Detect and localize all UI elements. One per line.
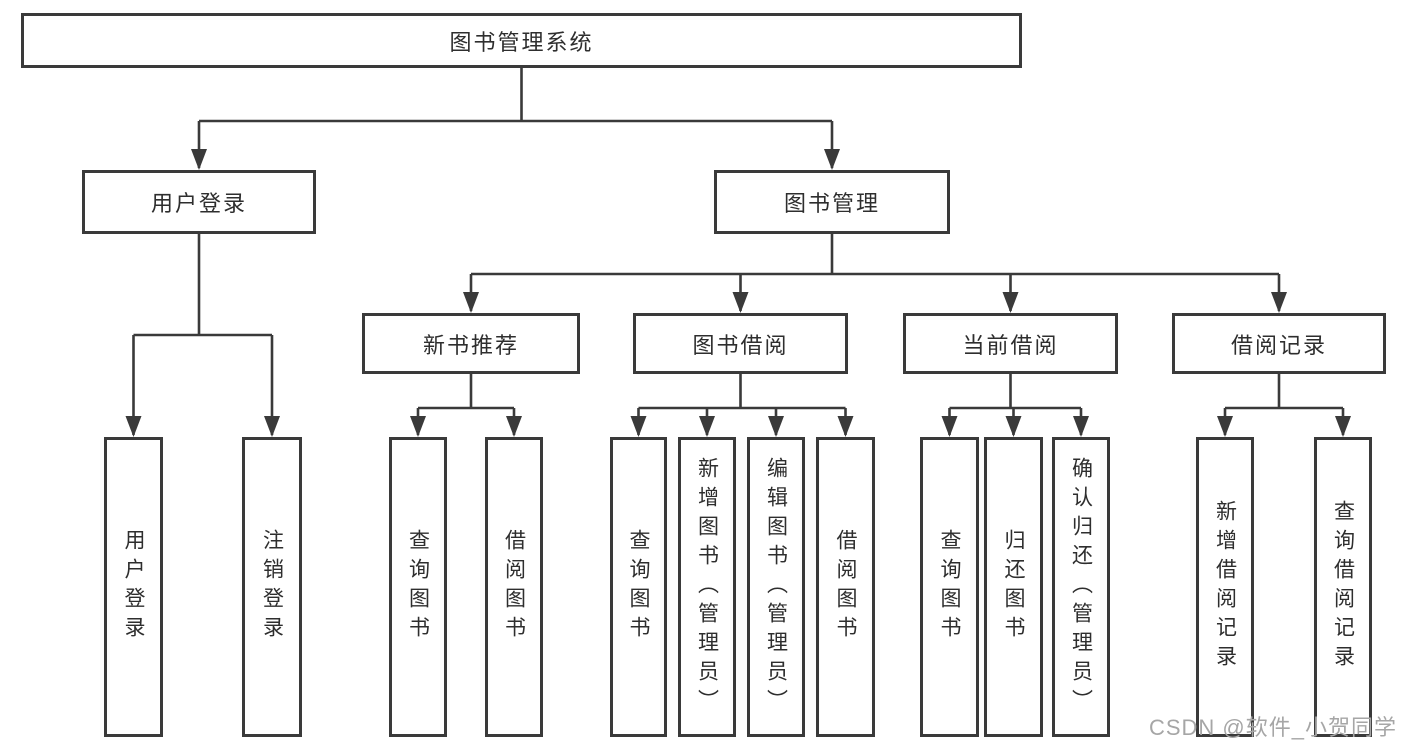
leaf-user-login: 用户登录 bbox=[104, 437, 163, 737]
node-book-borrowing: 图书借阅 bbox=[633, 313, 848, 374]
node-label: 图书借阅 bbox=[692, 332, 789, 358]
leaf-logout: 注销登录 bbox=[242, 437, 302, 737]
node-label: 用户登录 bbox=[122, 529, 145, 645]
leaf-query-books-recommend: 查询图书 bbox=[389, 437, 447, 737]
node-label: 借阅图书 bbox=[502, 529, 526, 645]
node-label: 注销登录 bbox=[260, 529, 284, 645]
node-label: 归还图书 bbox=[1002, 529, 1025, 645]
leaf-query-borrow-record: 查询借阅记录 bbox=[1314, 437, 1372, 737]
node-label: 查询借阅记录 bbox=[1331, 500, 1355, 674]
leaf-query-books-borrowing: 查询图书 bbox=[610, 437, 667, 737]
leaf-borrow-books: 借阅图书 bbox=[816, 437, 875, 737]
node-borrowing-records: 借阅记录 bbox=[1172, 313, 1386, 374]
node-label: 图书管理 bbox=[783, 191, 880, 216]
node-label: 图书管理系统 bbox=[449, 29, 594, 55]
node-label: 用户登录 bbox=[150, 191, 247, 216]
node-label: 当前借阅 bbox=[962, 332, 1059, 358]
node-new-book-recommendation: 新书推荐 bbox=[362, 313, 580, 374]
node-current-borrowing: 当前借阅 bbox=[903, 313, 1118, 374]
node-book-management: 图书管理 bbox=[714, 170, 950, 234]
leaf-add-borrow-record: 新增借阅记录 bbox=[1196, 437, 1254, 737]
node-label: 查询图书 bbox=[627, 529, 650, 645]
node-user-login: 用户登录 bbox=[82, 170, 316, 234]
leaf-return-book: 归还图书 bbox=[984, 437, 1043, 737]
connector-stems bbox=[132, 68, 1345, 435]
leaf-add-book-admin: 新增图书（管理员） bbox=[678, 437, 736, 737]
node-label: 查询图书 bbox=[406, 529, 430, 645]
node-label: 借阅图书 bbox=[834, 529, 857, 645]
node-label: 借阅记录 bbox=[1230, 332, 1327, 358]
leaf-confirm-return-admin: 确认归还（管理员） bbox=[1052, 437, 1110, 737]
node-label: 新增图书（管理员） bbox=[695, 456, 719, 718]
node-label: 查询图书 bbox=[938, 529, 961, 645]
leaf-borrow-books-recommend: 借阅图书 bbox=[485, 437, 543, 737]
node-label: 编辑图书（管理员） bbox=[764, 456, 788, 718]
leaf-edit-book-admin: 编辑图书（管理员） bbox=[747, 437, 805, 737]
node-label: 新书推荐 bbox=[422, 332, 519, 358]
csdn-watermark: CSDN @软件_小贺同学 bbox=[1148, 715, 1397, 740]
node-label: 确认归还（管理员） bbox=[1069, 456, 1093, 718]
arrowheads bbox=[125, 149, 1351, 437]
node-library-management-system: 图书管理系统 bbox=[21, 13, 1022, 68]
leaf-query-books-current: 查询图书 bbox=[920, 437, 979, 737]
node-label: 新增借阅记录 bbox=[1213, 500, 1237, 674]
